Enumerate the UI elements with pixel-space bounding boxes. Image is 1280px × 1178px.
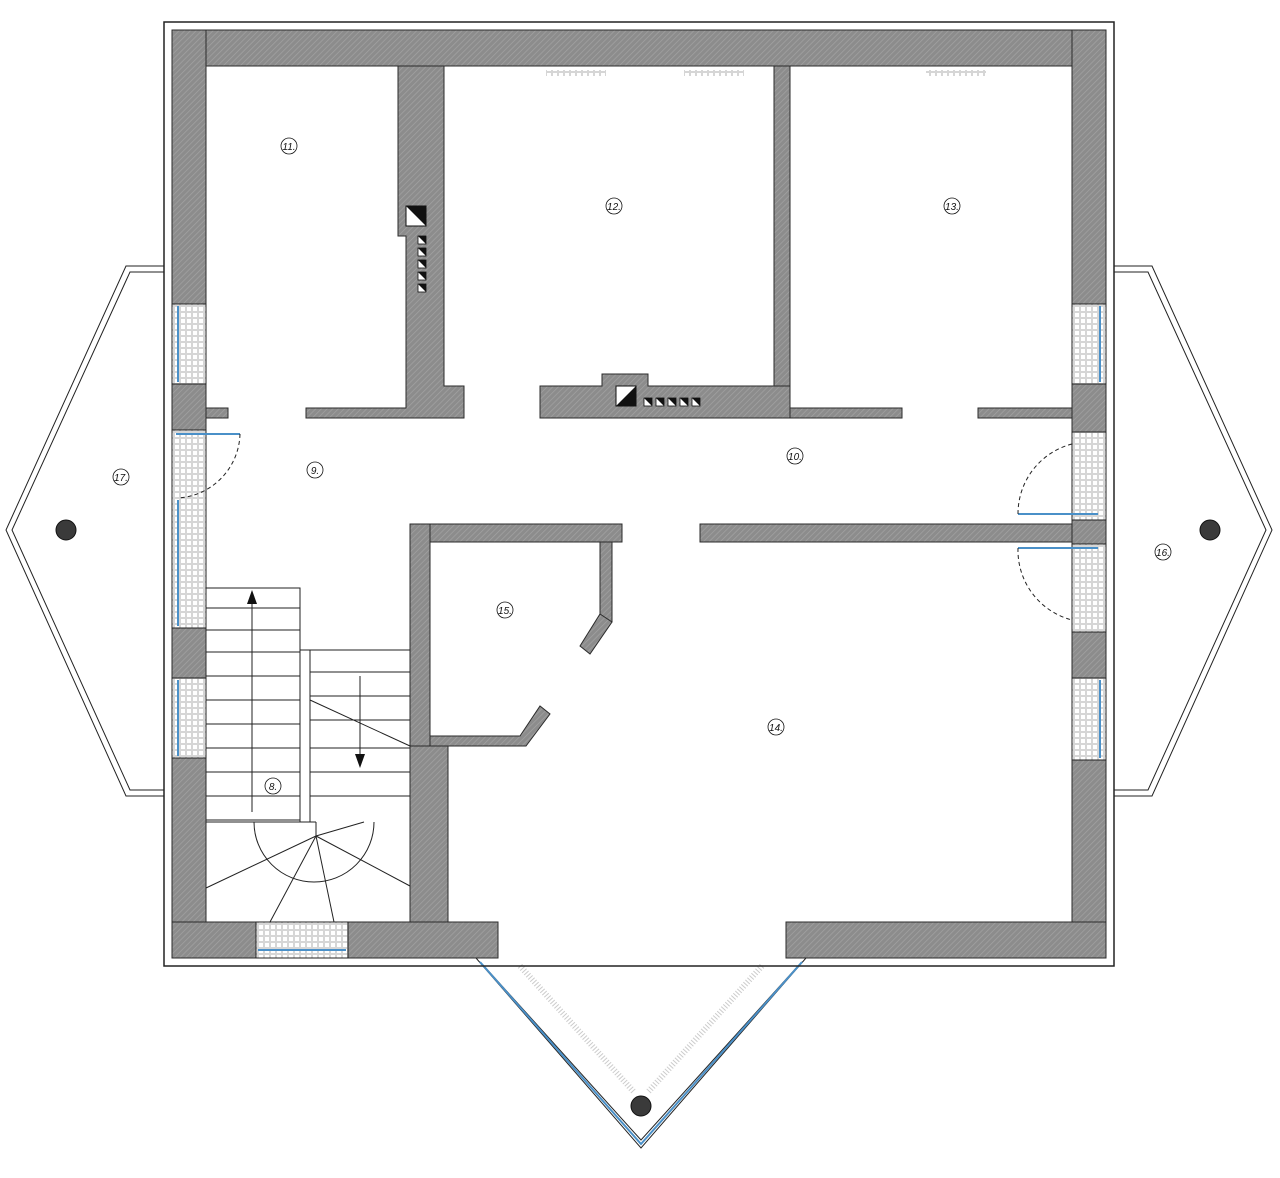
flues xyxy=(405,205,701,407)
room-label-8: 8. xyxy=(264,777,282,795)
room-labels: 11. 12. 13. 9. 10. 15. 14. 8. 17. 16. xyxy=(112,137,1172,795)
bay-bottom xyxy=(475,957,807,1149)
svg-text:9.: 9. xyxy=(311,466,319,477)
outer-walls xyxy=(163,21,1115,967)
room-label-9: 9. xyxy=(306,461,324,479)
svg-text:11.: 11. xyxy=(282,142,295,153)
svg-text:16.: 16. xyxy=(1156,548,1170,559)
door-swings xyxy=(177,433,1073,621)
svg-text:10.: 10. xyxy=(788,452,802,463)
svg-text:14.: 14. xyxy=(769,723,783,734)
windows xyxy=(171,70,1107,959)
posts xyxy=(55,519,1221,1117)
svg-text:17.: 17. xyxy=(114,473,128,484)
room-label-17: 17. xyxy=(112,468,130,486)
room-label-15: 15. xyxy=(496,601,514,619)
room-label-11: 11. xyxy=(280,137,298,155)
staircase xyxy=(205,587,411,923)
room-label-10: 10. xyxy=(786,447,804,465)
svg-text:8.: 8. xyxy=(269,782,277,793)
balcony-left xyxy=(5,265,165,797)
room-label-13: 13. xyxy=(943,197,961,215)
balcony-right xyxy=(1113,265,1273,797)
room-label-12: 12. xyxy=(605,197,623,215)
svg-text:15.: 15. xyxy=(498,606,512,617)
room-label-16: 16. xyxy=(1154,543,1172,561)
room-label-14: 14. xyxy=(767,718,785,736)
interior-walls xyxy=(205,65,1073,923)
svg-text:12.: 12. xyxy=(607,202,621,213)
svg-text:13.: 13. xyxy=(945,202,959,213)
